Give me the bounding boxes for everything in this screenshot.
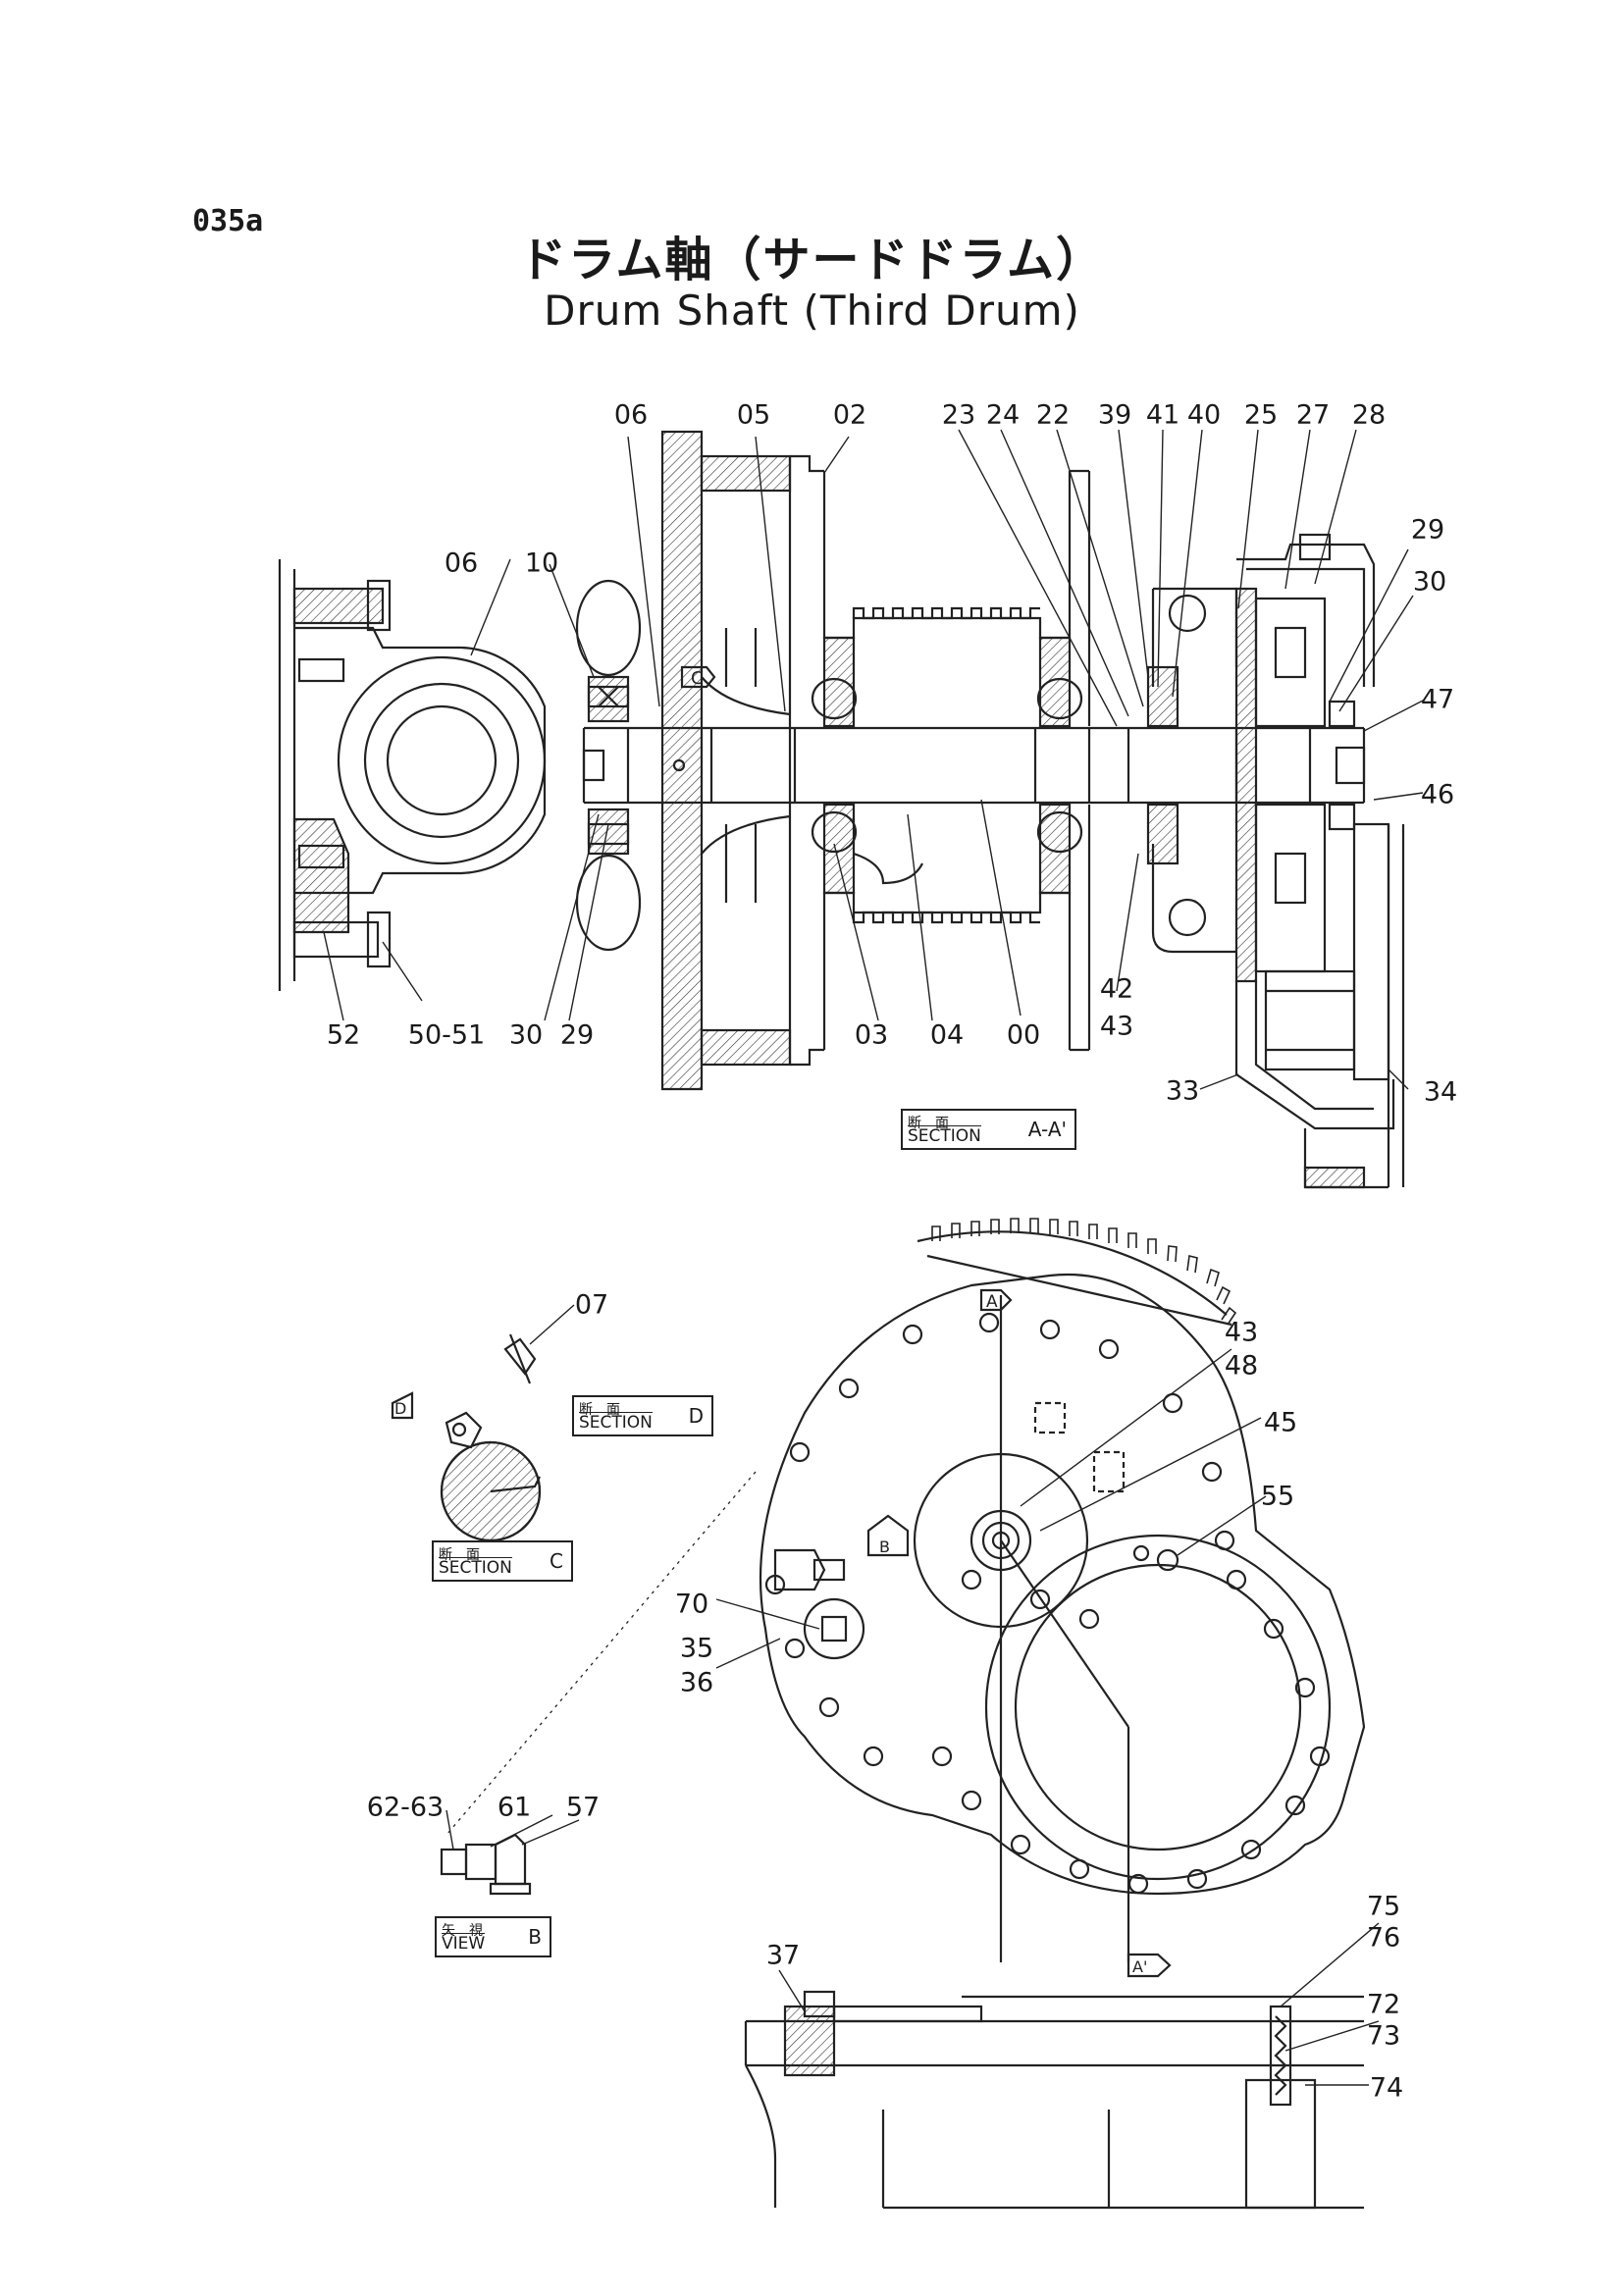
callout-75: 75	[1366, 1891, 1401, 1922]
callout-76: 76	[1366, 1922, 1401, 1954]
callout-43-lower: 43	[1224, 1317, 1259, 1348]
callout-55: 55	[1260, 1481, 1295, 1512]
callout-22: 22	[1035, 399, 1071, 431]
callout-37: 37	[765, 1940, 801, 1971]
section-label-d: 断面 SECTION D	[572, 1395, 713, 1436]
callout-03: 03	[854, 1019, 889, 1051]
callout-05: 05	[736, 399, 771, 431]
callout-35: 35	[679, 1633, 714, 1664]
callout-28: 28	[1351, 399, 1387, 431]
callout-70: 70	[674, 1589, 709, 1620]
page-number: 035a	[192, 204, 264, 238]
section-c-en: SECTION	[439, 1557, 512, 1578]
callout-34: 34	[1423, 1076, 1458, 1108]
section-c-ref: C	[550, 1549, 563, 1573]
view-b-en: VIEW	[442, 1933, 486, 1954]
callout-02: 02	[832, 399, 867, 431]
marker-b: B	[879, 1538, 890, 1556]
callout-10: 10	[524, 547, 559, 579]
marker-a-prime: A'	[1132, 1957, 1147, 1976]
callout-41: 41	[1145, 399, 1180, 431]
callout-47: 47	[1420, 684, 1455, 715]
section-aa-drawing: C	[278, 430, 1405, 1189]
callout-25: 25	[1243, 399, 1279, 431]
callout-33: 33	[1165, 1075, 1200, 1107]
section-label-c: 断面 SECTION C	[432, 1540, 573, 1582]
section-aa-jp: 断面	[908, 1116, 963, 1131]
callout-61: 61	[497, 1792, 532, 1823]
callout-29-left: 29	[559, 1019, 595, 1051]
callout-36: 36	[679, 1667, 714, 1698]
section-label-aa: 断面 SECTION A-A'	[901, 1109, 1076, 1150]
view-b-jp: 矢視	[442, 1923, 497, 1939]
title-japanese: ドラム軸（サードドラム）	[518, 233, 1106, 287]
callout-27: 27	[1295, 399, 1331, 431]
marker-c: C	[691, 668, 704, 689]
callout-52: 52	[326, 1019, 361, 1051]
callout-30-left: 30	[508, 1019, 544, 1051]
callout-06-left: 06	[444, 547, 479, 579]
section-d-en: SECTION	[579, 1412, 653, 1433]
callout-39: 39	[1097, 399, 1132, 431]
callout-73: 73	[1366, 2020, 1401, 2052]
marker-a: A	[986, 1292, 998, 1312]
section-d-jp: 断面	[579, 1402, 634, 1418]
callout-07: 07	[574, 1289, 609, 1321]
callout-62-63: 62-63	[366, 1792, 445, 1823]
callout-45: 45	[1263, 1407, 1298, 1438]
callout-50-51: 50-51	[407, 1019, 486, 1051]
callout-57: 57	[565, 1792, 601, 1823]
callout-43-upper: 43	[1099, 1011, 1134, 1042]
callout-30-right: 30	[1412, 566, 1447, 598]
callout-04: 04	[929, 1019, 965, 1051]
callout-42: 42	[1099, 973, 1134, 1005]
callout-40: 40	[1186, 399, 1222, 431]
callout-00: 00	[1006, 1019, 1041, 1051]
callout-29-right: 29	[1410, 514, 1445, 546]
callout-06-top: 06	[613, 399, 649, 431]
callout-72: 72	[1366, 1989, 1401, 2020]
callout-46: 46	[1420, 779, 1455, 810]
section-aa-ref: A-A'	[1027, 1118, 1067, 1141]
title-english: Drum Shaft (Third Drum)	[544, 287, 1080, 335]
callout-23: 23	[941, 399, 976, 431]
section-d-ref: D	[688, 1404, 704, 1428]
view-b-ref: B	[528, 1925, 542, 1949]
section-c-jp: 断面	[439, 1547, 494, 1563]
callout-24: 24	[985, 399, 1021, 431]
callout-74: 74	[1369, 2072, 1404, 2104]
cover-view-drawing: A A' B D	[391, 1218, 1366, 2210]
section-aa-en: SECTION	[908, 1125, 981, 1146]
callout-48: 48	[1224, 1350, 1259, 1382]
view-label-b: 矢視 VIEW B	[435, 1916, 551, 1957]
marker-d: D	[394, 1399, 406, 1418]
